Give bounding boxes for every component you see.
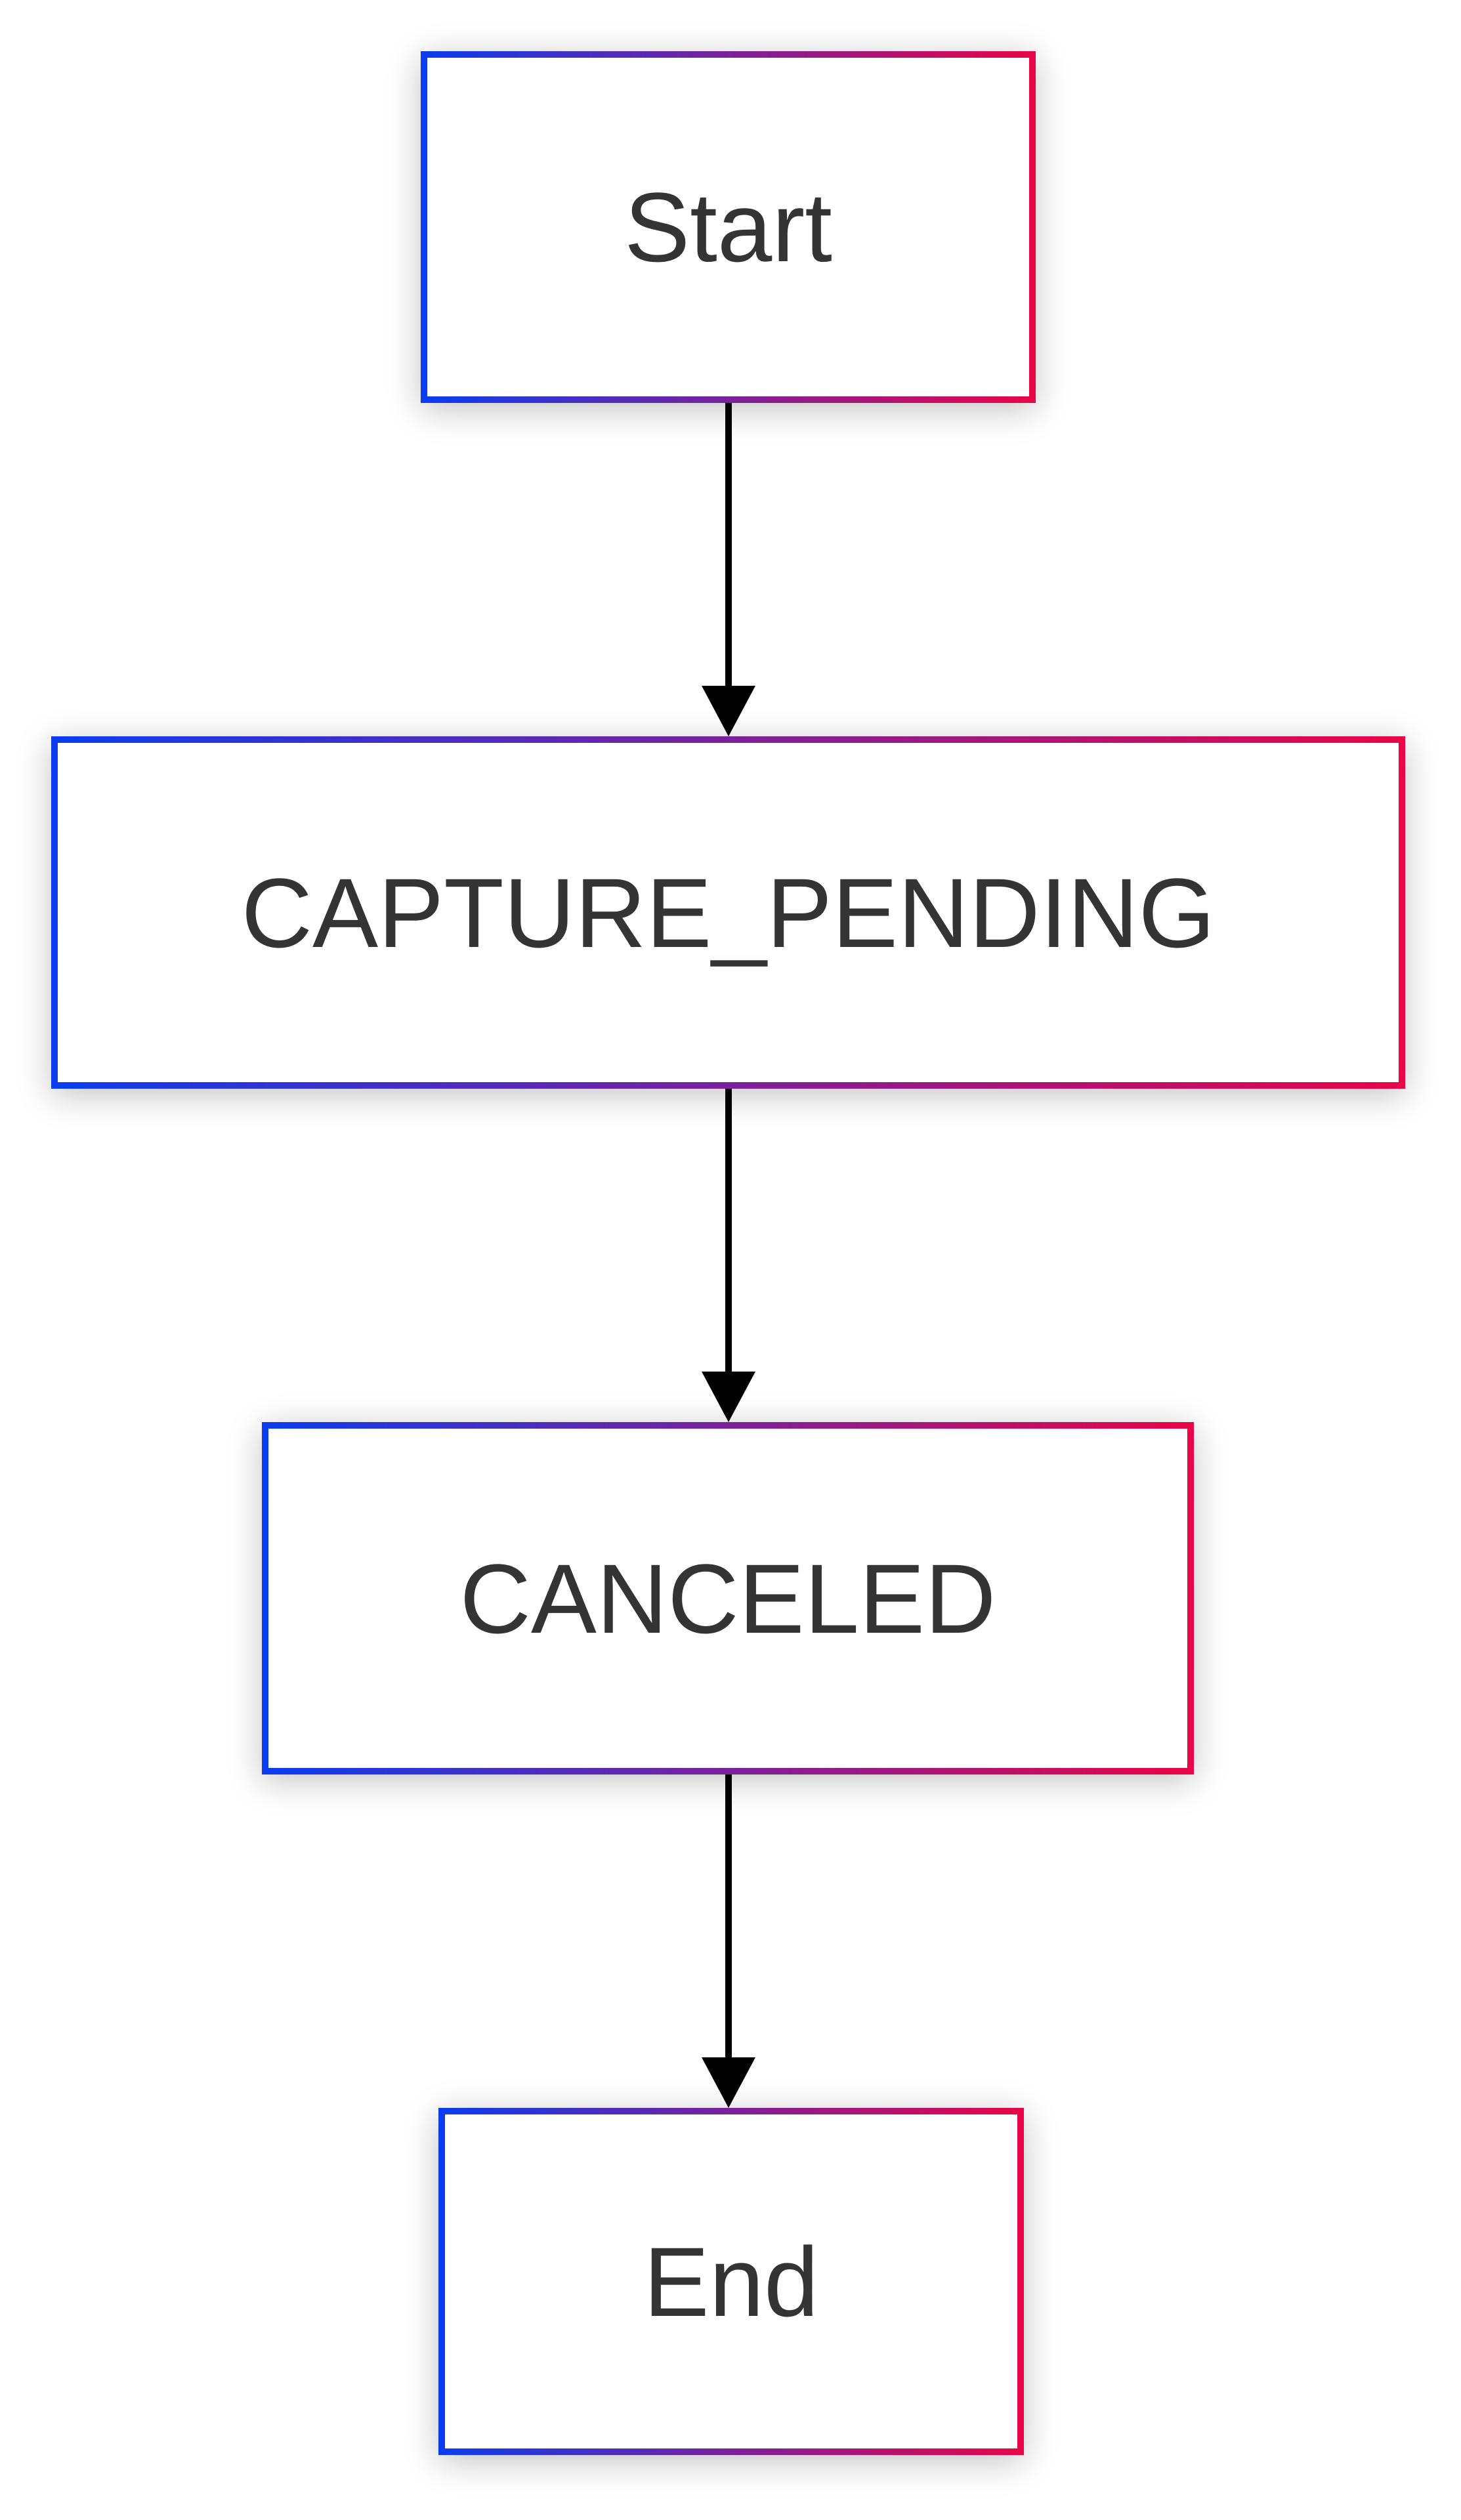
arrowhead-down-icon <box>702 686 755 736</box>
node-capture-pending-label: CAPTURE_PENDING <box>241 857 1216 968</box>
node-canceled[interactable]: CANCELED <box>262 1422 1194 1774</box>
node-end-label: End <box>643 2226 819 2337</box>
arrowhead-down-icon <box>702 1372 755 1422</box>
edge-capture-to-canceled-line <box>725 1089 732 1372</box>
node-start-label: Start <box>624 172 832 282</box>
node-start[interactable]: Start <box>421 51 1036 403</box>
node-canceled-label: CANCELED <box>459 1543 996 1654</box>
edge-start-to-capture-line <box>725 403 732 687</box>
edge-canceled-to-end-line <box>725 1774 732 2058</box>
arrowhead-down-icon <box>702 2057 755 2108</box>
node-capture-pending[interactable]: CAPTURE_PENDING <box>51 736 1405 1089</box>
node-end[interactable]: End <box>438 2108 1024 2455</box>
